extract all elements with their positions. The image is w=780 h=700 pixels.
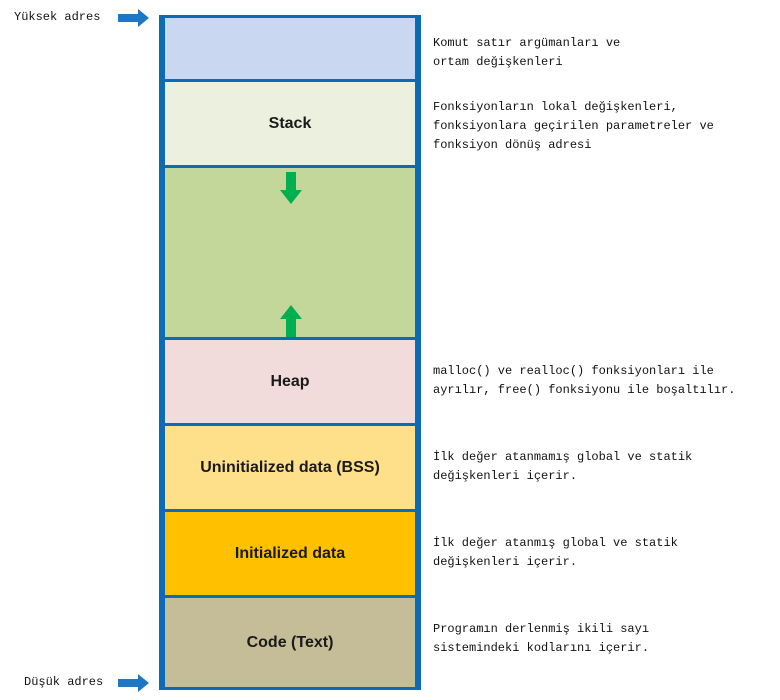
- high-address-arrow-icon: [118, 9, 149, 27]
- segment-heap: Heap: [165, 340, 415, 423]
- segment-initialized-data: Initialized data: [165, 512, 415, 595]
- segment-stack: Stack: [165, 82, 415, 165]
- segment-initialized-data-label: Initialized data: [234, 544, 346, 562]
- description-code-text: Programın derlenmiş ikili sayı sistemind…: [433, 622, 650, 655]
- description-args-env: Komut satır argümanları ve ortam değişke…: [433, 36, 621, 69]
- segment-args-env: [165, 18, 415, 79]
- segment-code-text: Code (Text): [165, 598, 415, 687]
- segment-bss-label: Uninitialized data (BSS): [200, 458, 380, 476]
- low-address-label: Düşük adres: [24, 675, 104, 689]
- segment-bss: Uninitialized data (BSS): [165, 426, 415, 509]
- segment-code-text-label: Code (Text): [246, 633, 334, 651]
- heap-growth-arrow-up-icon: [280, 305, 302, 337]
- stack-growth-arrow-down-icon: [280, 172, 302, 204]
- segment-stack-label: Stack: [268, 114, 312, 132]
- high-address-label: Yüksek adres: [14, 10, 101, 24]
- memory-layout-diagram: Stack Heap Uninitialized data (BSS) Init…: [159, 15, 421, 690]
- description-bss: İlk değer atanmamış global ve statik değ…: [433, 450, 693, 483]
- description-heap: malloc() ve realloc() fonksiyonları ile …: [433, 364, 736, 397]
- low-address-arrow-icon: [118, 674, 149, 692]
- segment-heap-label: Heap: [270, 372, 310, 390]
- description-initialized-data: İlk değer atanmış global ve statik değiş…: [433, 536, 678, 569]
- description-stack: Fonksiyonların lokal değişkenleri, fonks…: [433, 100, 714, 152]
